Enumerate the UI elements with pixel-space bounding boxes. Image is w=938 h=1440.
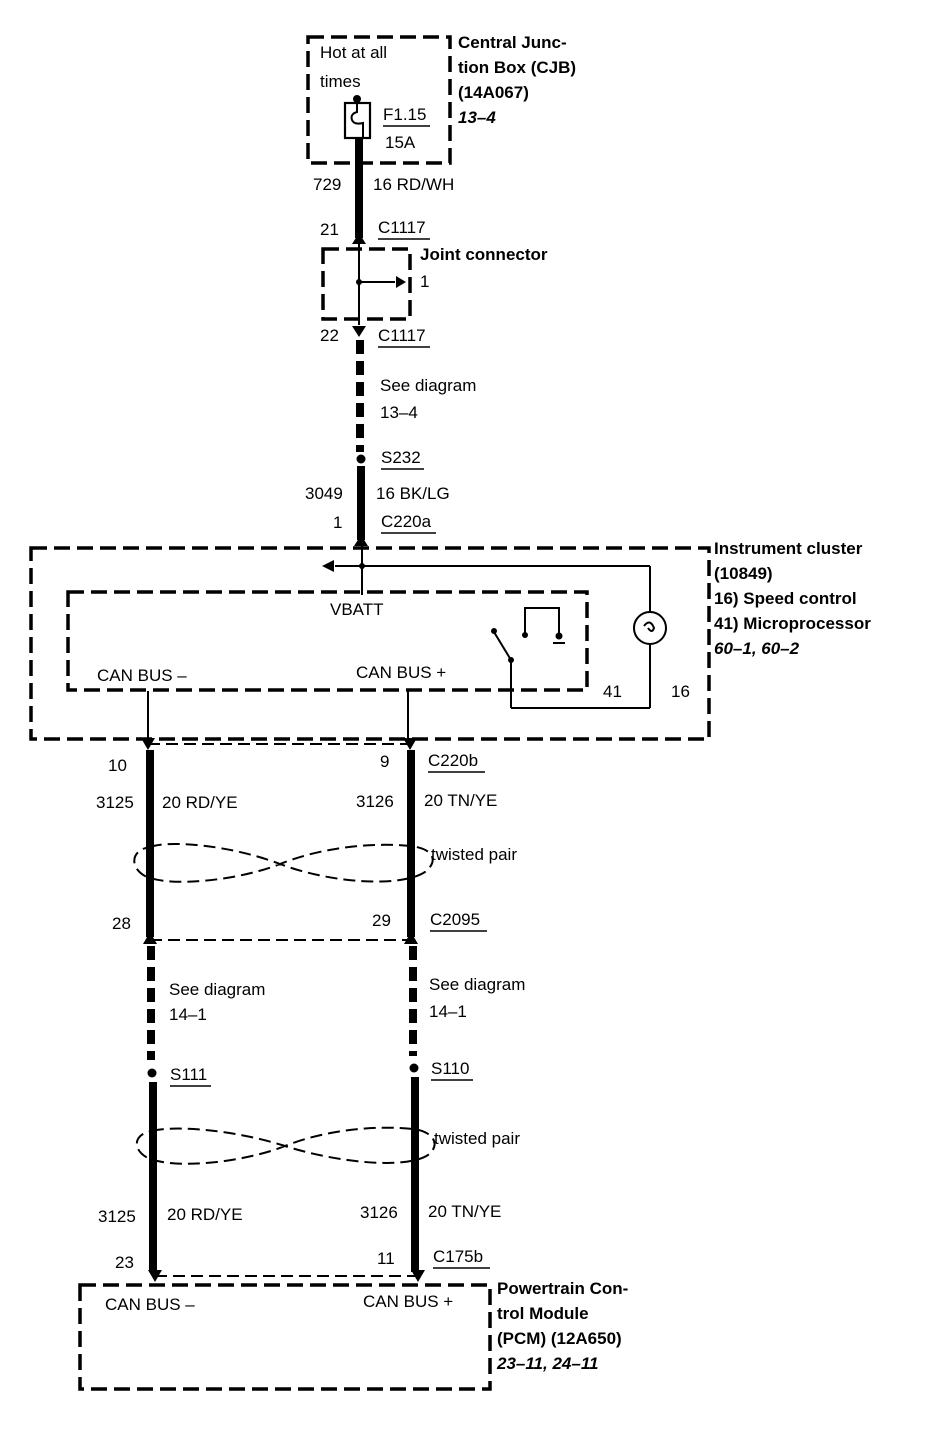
switch-contact-upper — [491, 628, 497, 634]
ic-ref: 60–1, 60–2 — [714, 639, 800, 658]
c2095-right-arrow — [404, 932, 418, 944]
microprocessor-box — [66, 590, 589, 692]
pcm-ref: 23–11, 24–11 — [496, 1354, 598, 1373]
ic-pin-16: 16 — [671, 682, 690, 701]
lower-left-color: 20 RD/YE — [167, 1205, 243, 1224]
see-diagram-right-line1: See diagram — [429, 975, 525, 994]
splice-s232-label: S232 — [381, 448, 421, 467]
cjb-hot-line1: Hot at all — [320, 43, 387, 62]
lower-right-circuit: 3126 — [360, 1203, 398, 1222]
c1117-top-pin: 21 — [320, 220, 339, 239]
upper-right-circuit: 3126 — [356, 792, 394, 811]
vbatt-label: VBATT — [330, 600, 384, 619]
pcm-title-line2: trol Module — [497, 1304, 589, 1323]
splice-s110-label: S110 — [431, 1059, 469, 1078]
cjb-box — [306, 35, 452, 165]
cjb-part-no: (14A067) — [458, 83, 529, 102]
c175b-left-arrow — [148, 1270, 162, 1282]
splice-s111-dot — [147, 1068, 157, 1078]
ic-left-arrow — [322, 560, 334, 572]
c220a-arrow — [354, 535, 368, 546]
fuse-rating: 15A — [385, 133, 416, 152]
instrument-cluster-box — [29, 546, 711, 741]
wire-3049-circuit: 3049 — [305, 484, 343, 503]
c1117-bottom-arrow — [352, 326, 366, 337]
cjb-ref: 13–4 — [458, 108, 496, 127]
c1117-top-connector: C1117 — [378, 218, 426, 237]
c175b-connector: C175b — [433, 1247, 483, 1266]
see-diagram-right-line2: 14–1 — [429, 1002, 467, 1021]
ic-item-speed-control: 16) Speed control — [714, 589, 857, 608]
c220a-connector: C220a — [381, 512, 432, 531]
see-diagram-left-line1: See diagram — [169, 980, 265, 999]
cjb-hot-line2: times — [320, 72, 361, 91]
lower-left-circuit: 3125 — [98, 1207, 136, 1226]
see-diagram-1-line1: See diagram — [380, 376, 476, 395]
joint-connector-pin: 1 — [420, 272, 429, 291]
pcm-can-plus: CAN BUS + — [363, 1292, 453, 1311]
pcm-title-line3: (PCM) (12A650) — [497, 1329, 622, 1348]
switch-ground-b — [555, 632, 563, 640]
cjb-title-line2: tion Box (CJB) — [458, 58, 576, 77]
pcm-box — [78, 1283, 492, 1391]
twisted-pair-upper — [133, 843, 434, 883]
c1117-top-arrow — [352, 233, 366, 244]
c175b-right-arrow — [411, 1270, 425, 1282]
c2095-connector: C2095 — [430, 910, 480, 929]
ic-part-no: (10849) — [714, 564, 773, 583]
splice-s232-dot — [356, 454, 366, 464]
wire-729-color: 16 RD/WH — [373, 175, 454, 194]
splice-s111-label: S111 — [170, 1065, 207, 1084]
c220b-left-arrow — [141, 738, 155, 750]
c220b-pin-left: 10 — [108, 756, 127, 775]
switch-ground-a — [522, 632, 528, 638]
c1117-bottom-connector: C1117 — [378, 326, 426, 345]
ic-can-minus: CAN BUS – — [97, 666, 187, 685]
ic-item-microprocessor: 41) Microprocessor — [714, 614, 871, 633]
c220b-right-arrow — [403, 738, 417, 750]
ic-pin-41: 41 — [603, 682, 622, 701]
twisted-pair-lower — [135, 1126, 436, 1165]
twisted-pair-upper-label: twisted pair — [431, 845, 517, 864]
cjb-title-line1: Central Junc- — [458, 33, 567, 52]
fuse-label: F1.15 — [383, 105, 426, 124]
pcm-title-line1: Powertrain Con- — [497, 1279, 628, 1298]
see-diagram-1-line2: 13–4 — [380, 403, 418, 422]
c1117-bottom-pin: 22 — [320, 326, 339, 345]
c220b-pin-right: 9 — [380, 752, 389, 771]
upper-left-circuit: 3125 — [96, 793, 134, 812]
c220b-connector: C220b — [428, 751, 478, 770]
c2095-pin-right: 29 — [372, 911, 391, 930]
splice-s110-dot — [409, 1063, 419, 1073]
joint-connector-label: Joint connector — [420, 245, 548, 264]
c2095-left-arrow — [143, 932, 157, 944]
ic-title: Instrument cluster — [714, 539, 863, 558]
upper-right-color: 20 TN/YE — [424, 791, 497, 810]
lower-right-color: 20 TN/YE — [428, 1202, 501, 1221]
see-diagram-left-line2: 14–1 — [169, 1005, 207, 1024]
pcm-can-minus: CAN BUS – — [105, 1295, 195, 1314]
joint-connector-box — [321, 247, 412, 321]
wire-729-circuit: 729 — [313, 175, 341, 194]
fuse-element — [350, 103, 364, 138]
twisted-pair-lower-label: twisted pair — [434, 1129, 520, 1148]
ic-can-plus: CAN BUS + — [356, 663, 446, 682]
switch-blade — [493, 631, 512, 661]
c175b-pin-right: 11 — [377, 1249, 395, 1268]
c2095-pin-left: 28 — [112, 914, 131, 933]
wire-3049-color: 16 BK/LG — [376, 484, 450, 503]
speed-control-lamp — [633, 611, 667, 645]
fuse-top-dot — [353, 95, 361, 103]
c175b-pin-left: 23 — [115, 1253, 134, 1272]
lamp-filament — [643, 621, 656, 632]
joint-arrow — [396, 276, 406, 288]
c220a-pin: 1 — [333, 513, 342, 532]
upper-left-color: 20 RD/YE — [162, 793, 238, 812]
